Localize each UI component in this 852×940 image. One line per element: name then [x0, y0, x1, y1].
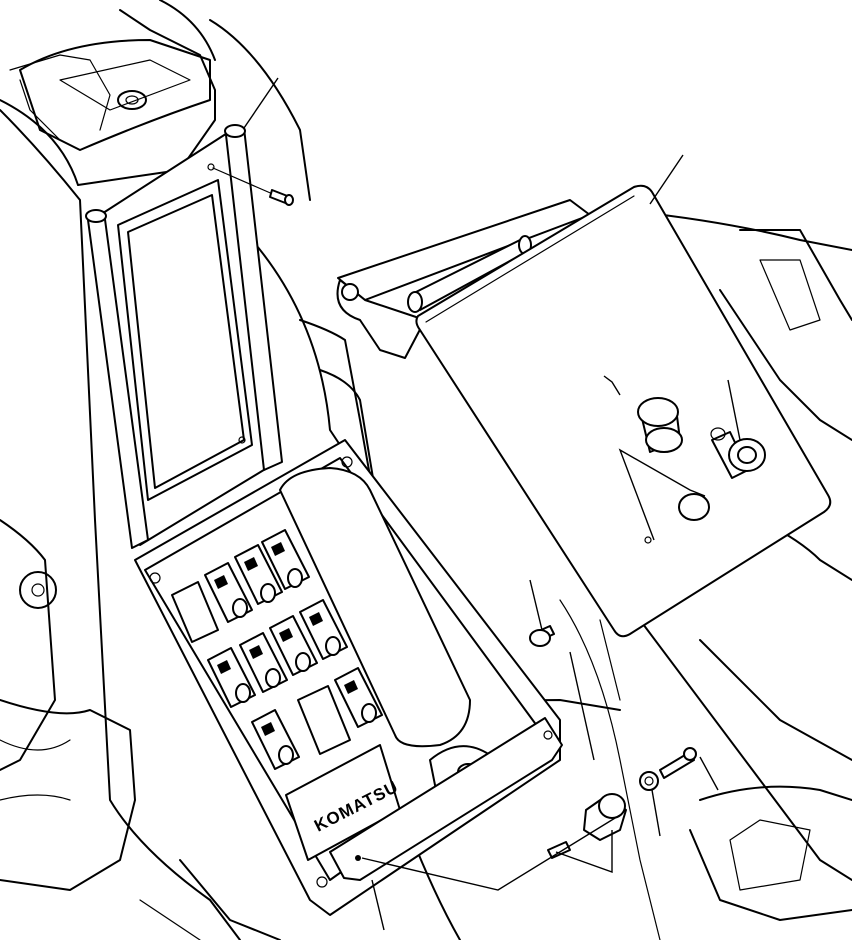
console-cover-lid: [415, 184, 832, 638]
lid-screw: [529, 625, 555, 647]
window-mount-screw: [212, 167, 294, 206]
o-ring: [678, 493, 710, 521]
callout-leaders: [243, 77, 741, 931]
lower-fasteners: [547, 747, 697, 859]
cover-knob: [637, 397, 683, 453]
cover-lock: [710, 427, 766, 479]
cup-holder: [19, 39, 211, 151]
side-window-frame: [85, 124, 283, 549]
mounting-bracket: [329, 717, 563, 881]
rocker-switch-group: [204, 529, 383, 770]
